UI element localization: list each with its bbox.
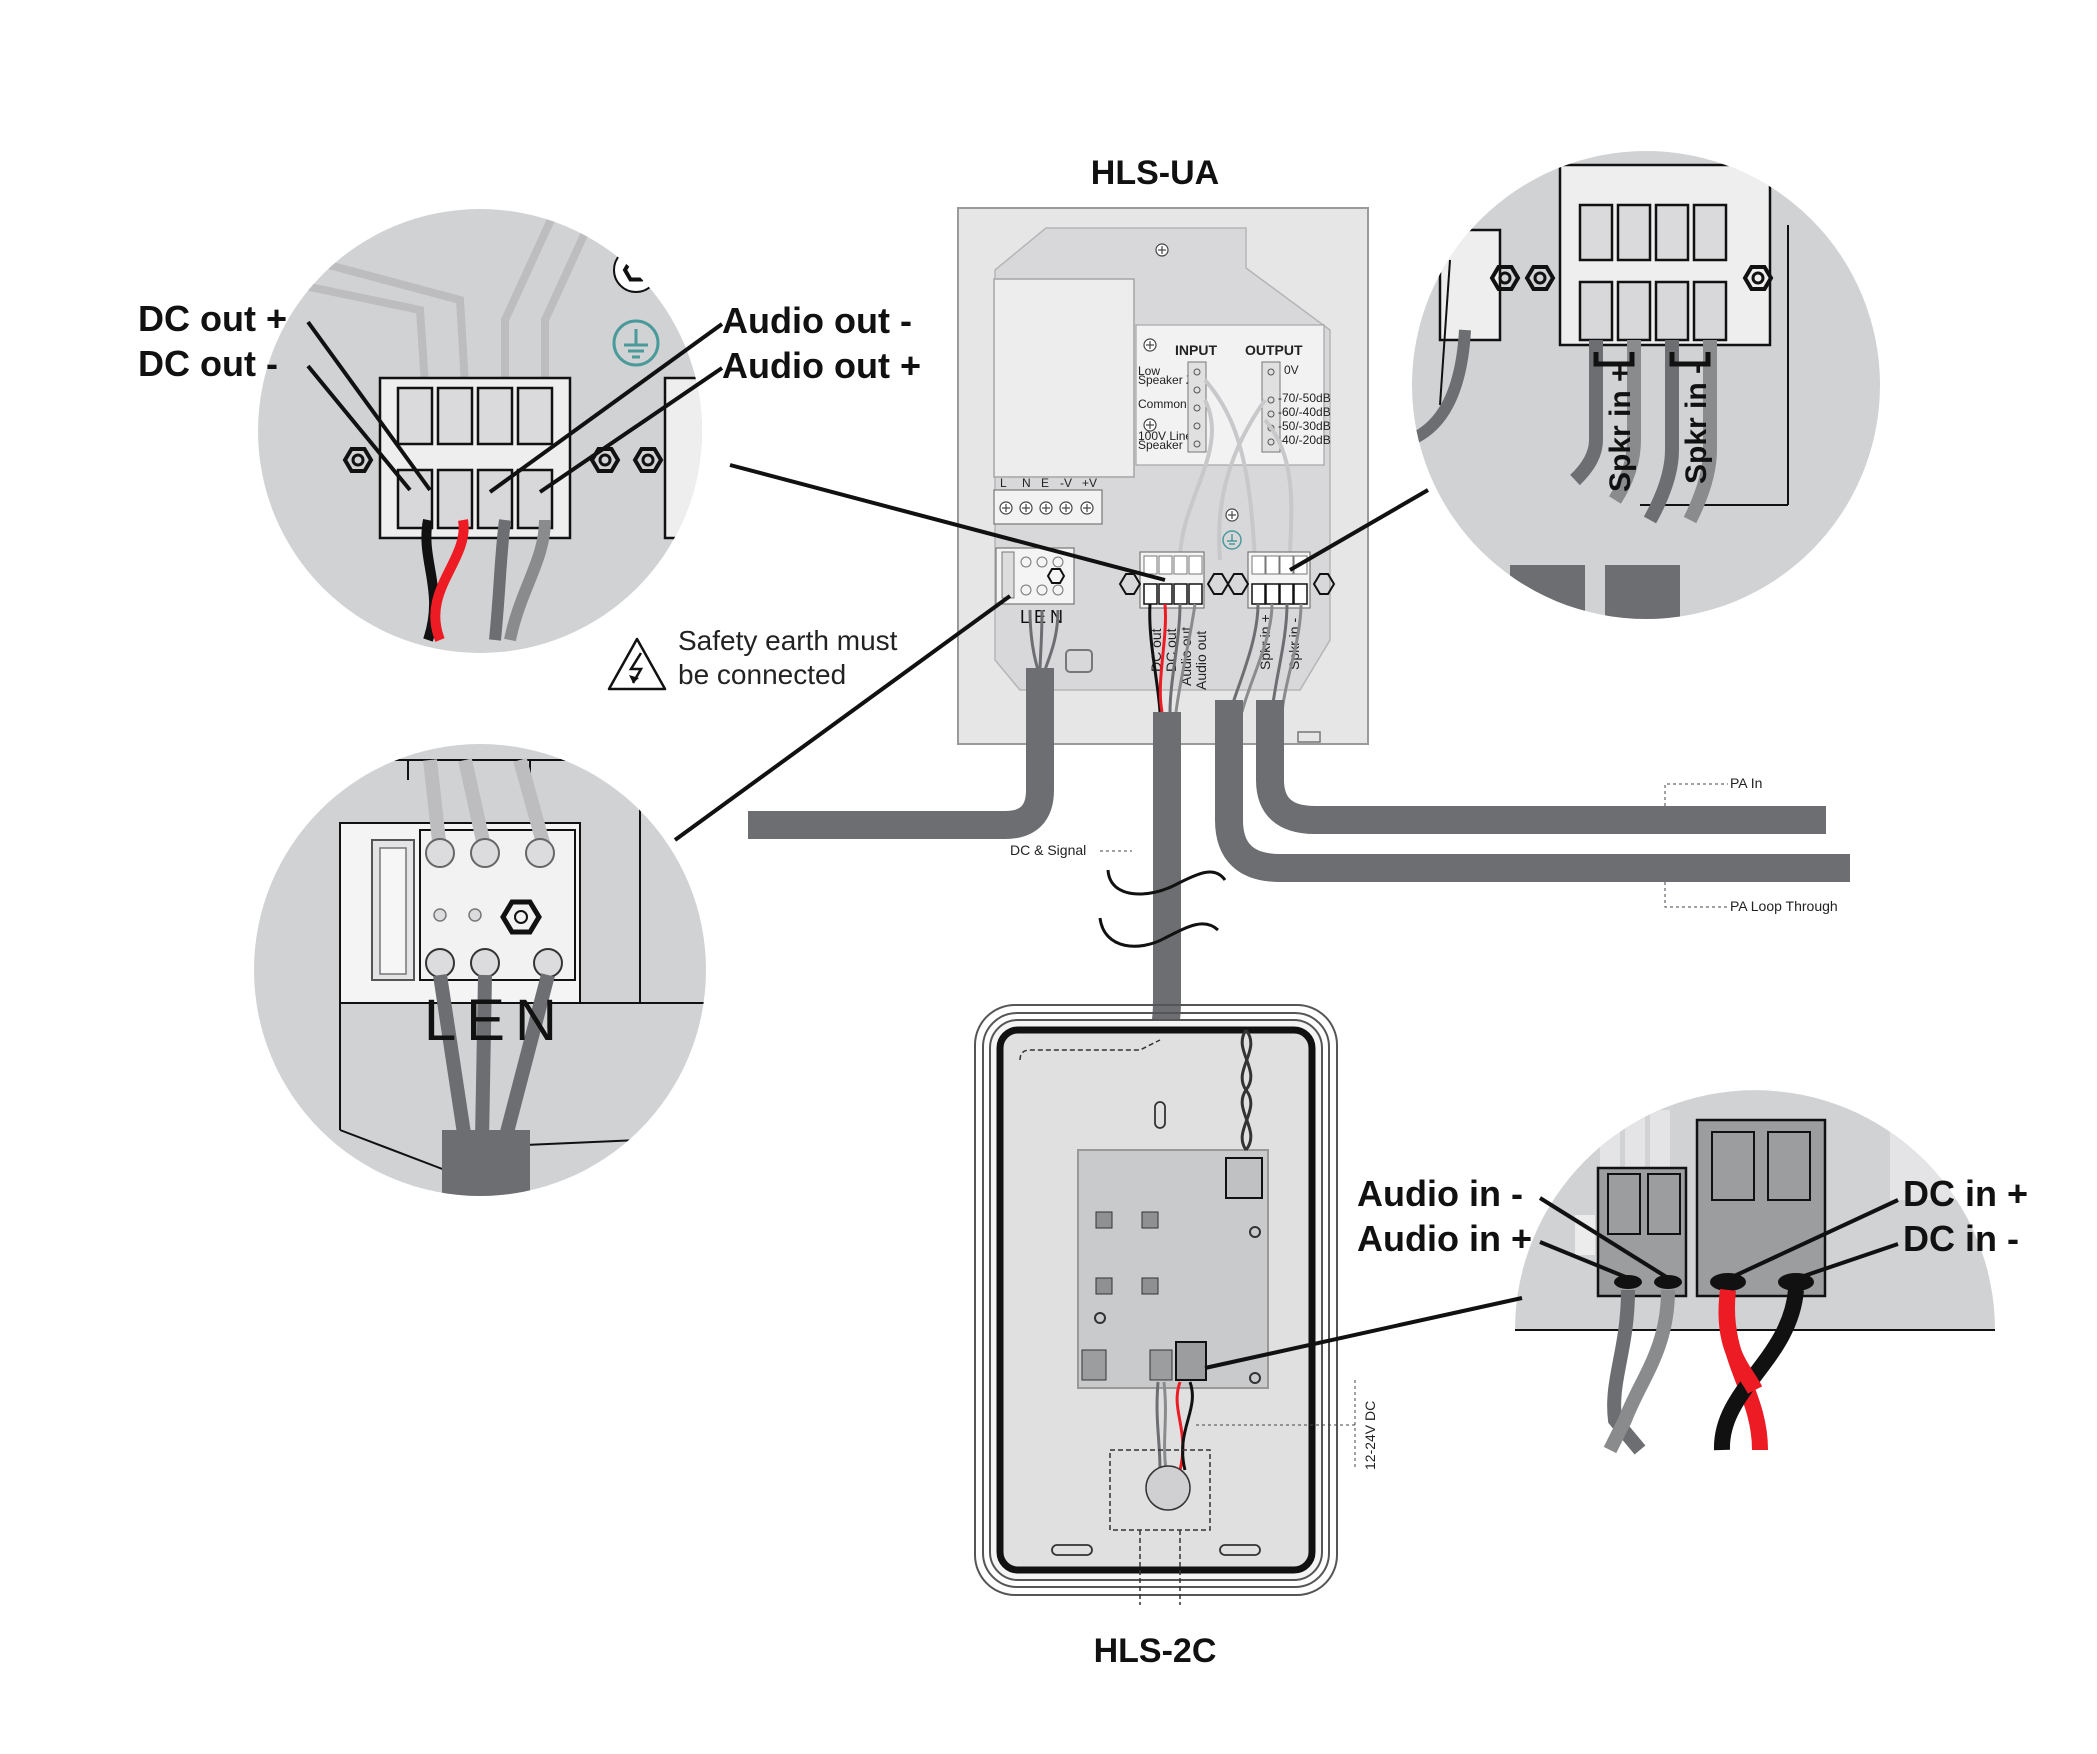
audio-in-plus-label: Audio in +: [1357, 1218, 1532, 1259]
tap-selection-board: [1135, 324, 1325, 466]
audio-in-minus-label: Audio in -: [1357, 1173, 1523, 1214]
safety-note: Safety earth must be connected: [607, 625, 898, 691]
line-speaker-label: 100V Line: [1138, 429, 1192, 443]
high-voltage-warning-icon: [607, 637, 667, 691]
input-label: INPUT: [1175, 342, 1217, 358]
dc-out-plus-label: DC out +: [138, 298, 287, 339]
low-speaker-z-label: Speaker Z: [1138, 373, 1193, 387]
term-vpos: +V: [1082, 476, 1097, 490]
dc-in-minus-label: DC in -: [1903, 1218, 2019, 1259]
pa-loop-label: PA Loop Through: [1730, 898, 1838, 914]
pa-in-label: PA In: [1730, 775, 1762, 791]
safety-note-line-1: Safety earth must: [678, 625, 898, 656]
spkr-in-minus-label: Spkr in -: [1680, 364, 1713, 484]
line-speaker-label-2: Speaker: [1138, 438, 1183, 452]
zoom-audio-dc-in: Audio in - Audio in + DC in + DC in -: [1357, 1090, 2028, 1455]
hls-2c-input-terminal: [1175, 1341, 1207, 1381]
tap-60-40: -60/-40dB: [1278, 405, 1331, 419]
cable-break-mark: [1106, 869, 1227, 896]
term-vneg: -V: [1060, 476, 1072, 490]
dc-in-plus-label: DC in +: [1903, 1173, 2028, 1214]
zoom-len-terminal: LEN: [254, 744, 706, 1196]
audio-out-minus-label: Audio out -: [722, 300, 912, 341]
earth-symbol-icon: [612, 319, 660, 367]
cable-break-mark-2: [1098, 917, 1220, 948]
low-speaker-label: Low: [1138, 364, 1160, 378]
earth-symbol-small-icon: [1222, 530, 1242, 550]
tap-70-50: -70/-50dB: [1278, 391, 1331, 405]
pa-loop-cable: [1215, 700, 1850, 882]
tap-0v: 0V: [1284, 363, 1299, 377]
device-title-hls-ua: HLS-UA: [1091, 154, 1219, 192]
output-label: OUTPUT: [1245, 342, 1303, 358]
zoom-dc-audio-out: DC out + DC out - Audio out - Audio out …: [138, 209, 921, 653]
audio-out-plus-label: Audio out +: [722, 345, 921, 386]
tap-40-20: -40/-20dB: [1278, 433, 1331, 447]
mains-cable: [748, 668, 1054, 839]
device-title-hls-2c: HLS-2C: [1094, 1632, 1217, 1670]
zoom-speaker-in: Spkr in + Spkr in -: [1412, 151, 1880, 619]
pa-in-cable: [1256, 700, 1826, 834]
hls-2c-unit: 12-24V DC: [974, 1004, 1378, 1605]
dc-out-minus-label: DC out -: [138, 343, 278, 384]
len-label: LEN: [424, 988, 567, 1053]
dc-signal-label: DC & Signal: [1010, 842, 1086, 858]
term-l: L: [1000, 476, 1007, 490]
tap-50-30: -50/-30dB: [1278, 419, 1331, 433]
audio-out-small-label-2: Audio out: [1193, 631, 1209, 690]
term-n: N: [1022, 476, 1031, 490]
common-label: Common: [1138, 397, 1187, 411]
voltage-label: 12-24V DC: [1362, 1401, 1378, 1470]
term-e: E: [1041, 476, 1049, 490]
hls-ua-unit: INPUT OUTPUT Low Speaker Z Common 100V L…: [957, 207, 1369, 745]
spkr-in-plus-label: Spkr in +: [1604, 364, 1637, 492]
safety-note-line-2: be connected: [678, 659, 846, 690]
hls-2c-pcb: [1077, 1149, 1269, 1389]
len-small-label: LEN: [1020, 607, 1067, 627]
